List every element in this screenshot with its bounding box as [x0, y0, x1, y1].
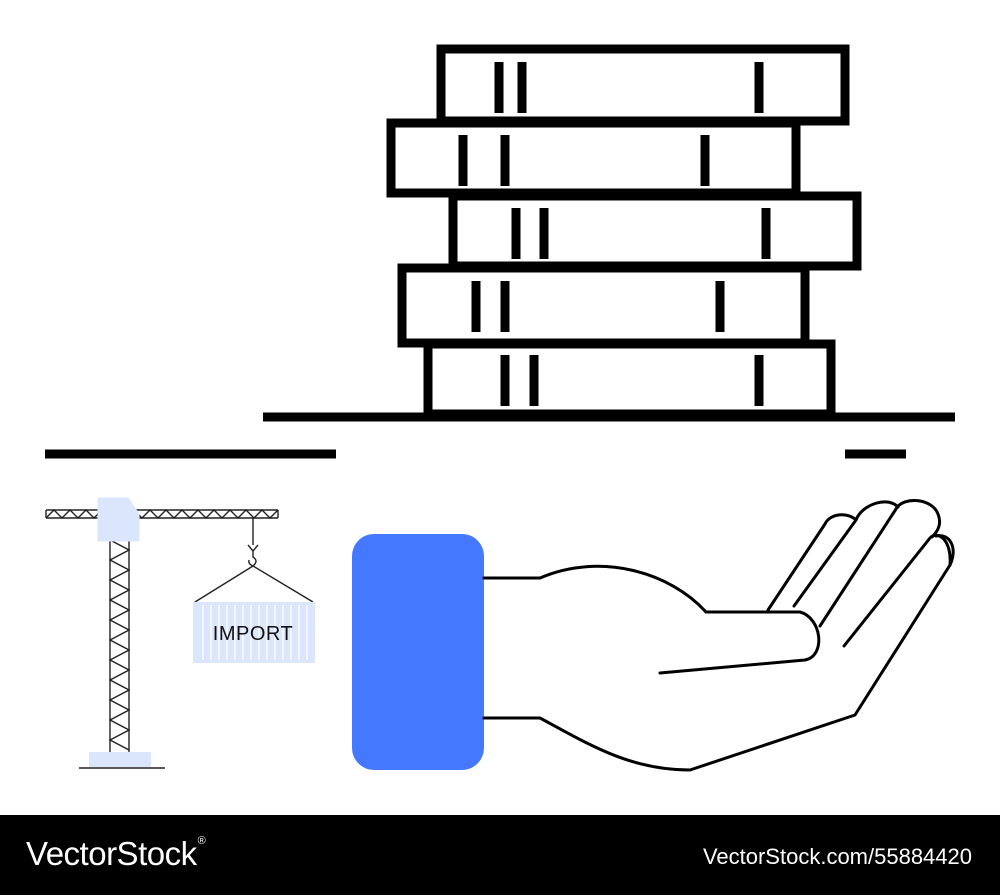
book	[448, 191, 862, 271]
crane-cabin	[97, 497, 140, 542]
book	[397, 263, 810, 348]
crane-hook	[194, 518, 314, 603]
book	[423, 339, 836, 419]
crane-jib	[45, 509, 279, 519]
crate-label: IMPORT	[213, 623, 293, 645]
brand-name: VectorStock	[26, 835, 197, 872]
ground-lines	[45, 412, 955, 459]
hand-outline	[482, 534, 955, 772]
book-stack-icon	[386, 44, 862, 419]
illustration: IMPORT	[45, 44, 955, 772]
hand-finger-4	[842, 533, 952, 648]
tower-crane-icon	[45, 497, 314, 769]
brand-logo[interactable]: VectorStock®	[26, 835, 206, 873]
book	[386, 118, 801, 198]
book	[436, 44, 850, 126]
hand-finger-3	[818, 499, 942, 628]
hand-finger-1	[766, 513, 858, 612]
registered-mark: ®	[197, 835, 206, 847]
footer-bar: VectorStock® VectorStock.com/55884420	[0, 815, 1000, 895]
hand-finger-2	[792, 500, 900, 608]
open-hand-icon	[352, 499, 955, 772]
crane-base	[89, 752, 151, 767]
image-reference: VectorStock.com/55884420	[702, 844, 972, 869]
import-crate-icon: IMPORT	[193, 602, 315, 663]
hand-cuff	[352, 534, 484, 770]
crane-mast	[108, 539, 131, 754]
